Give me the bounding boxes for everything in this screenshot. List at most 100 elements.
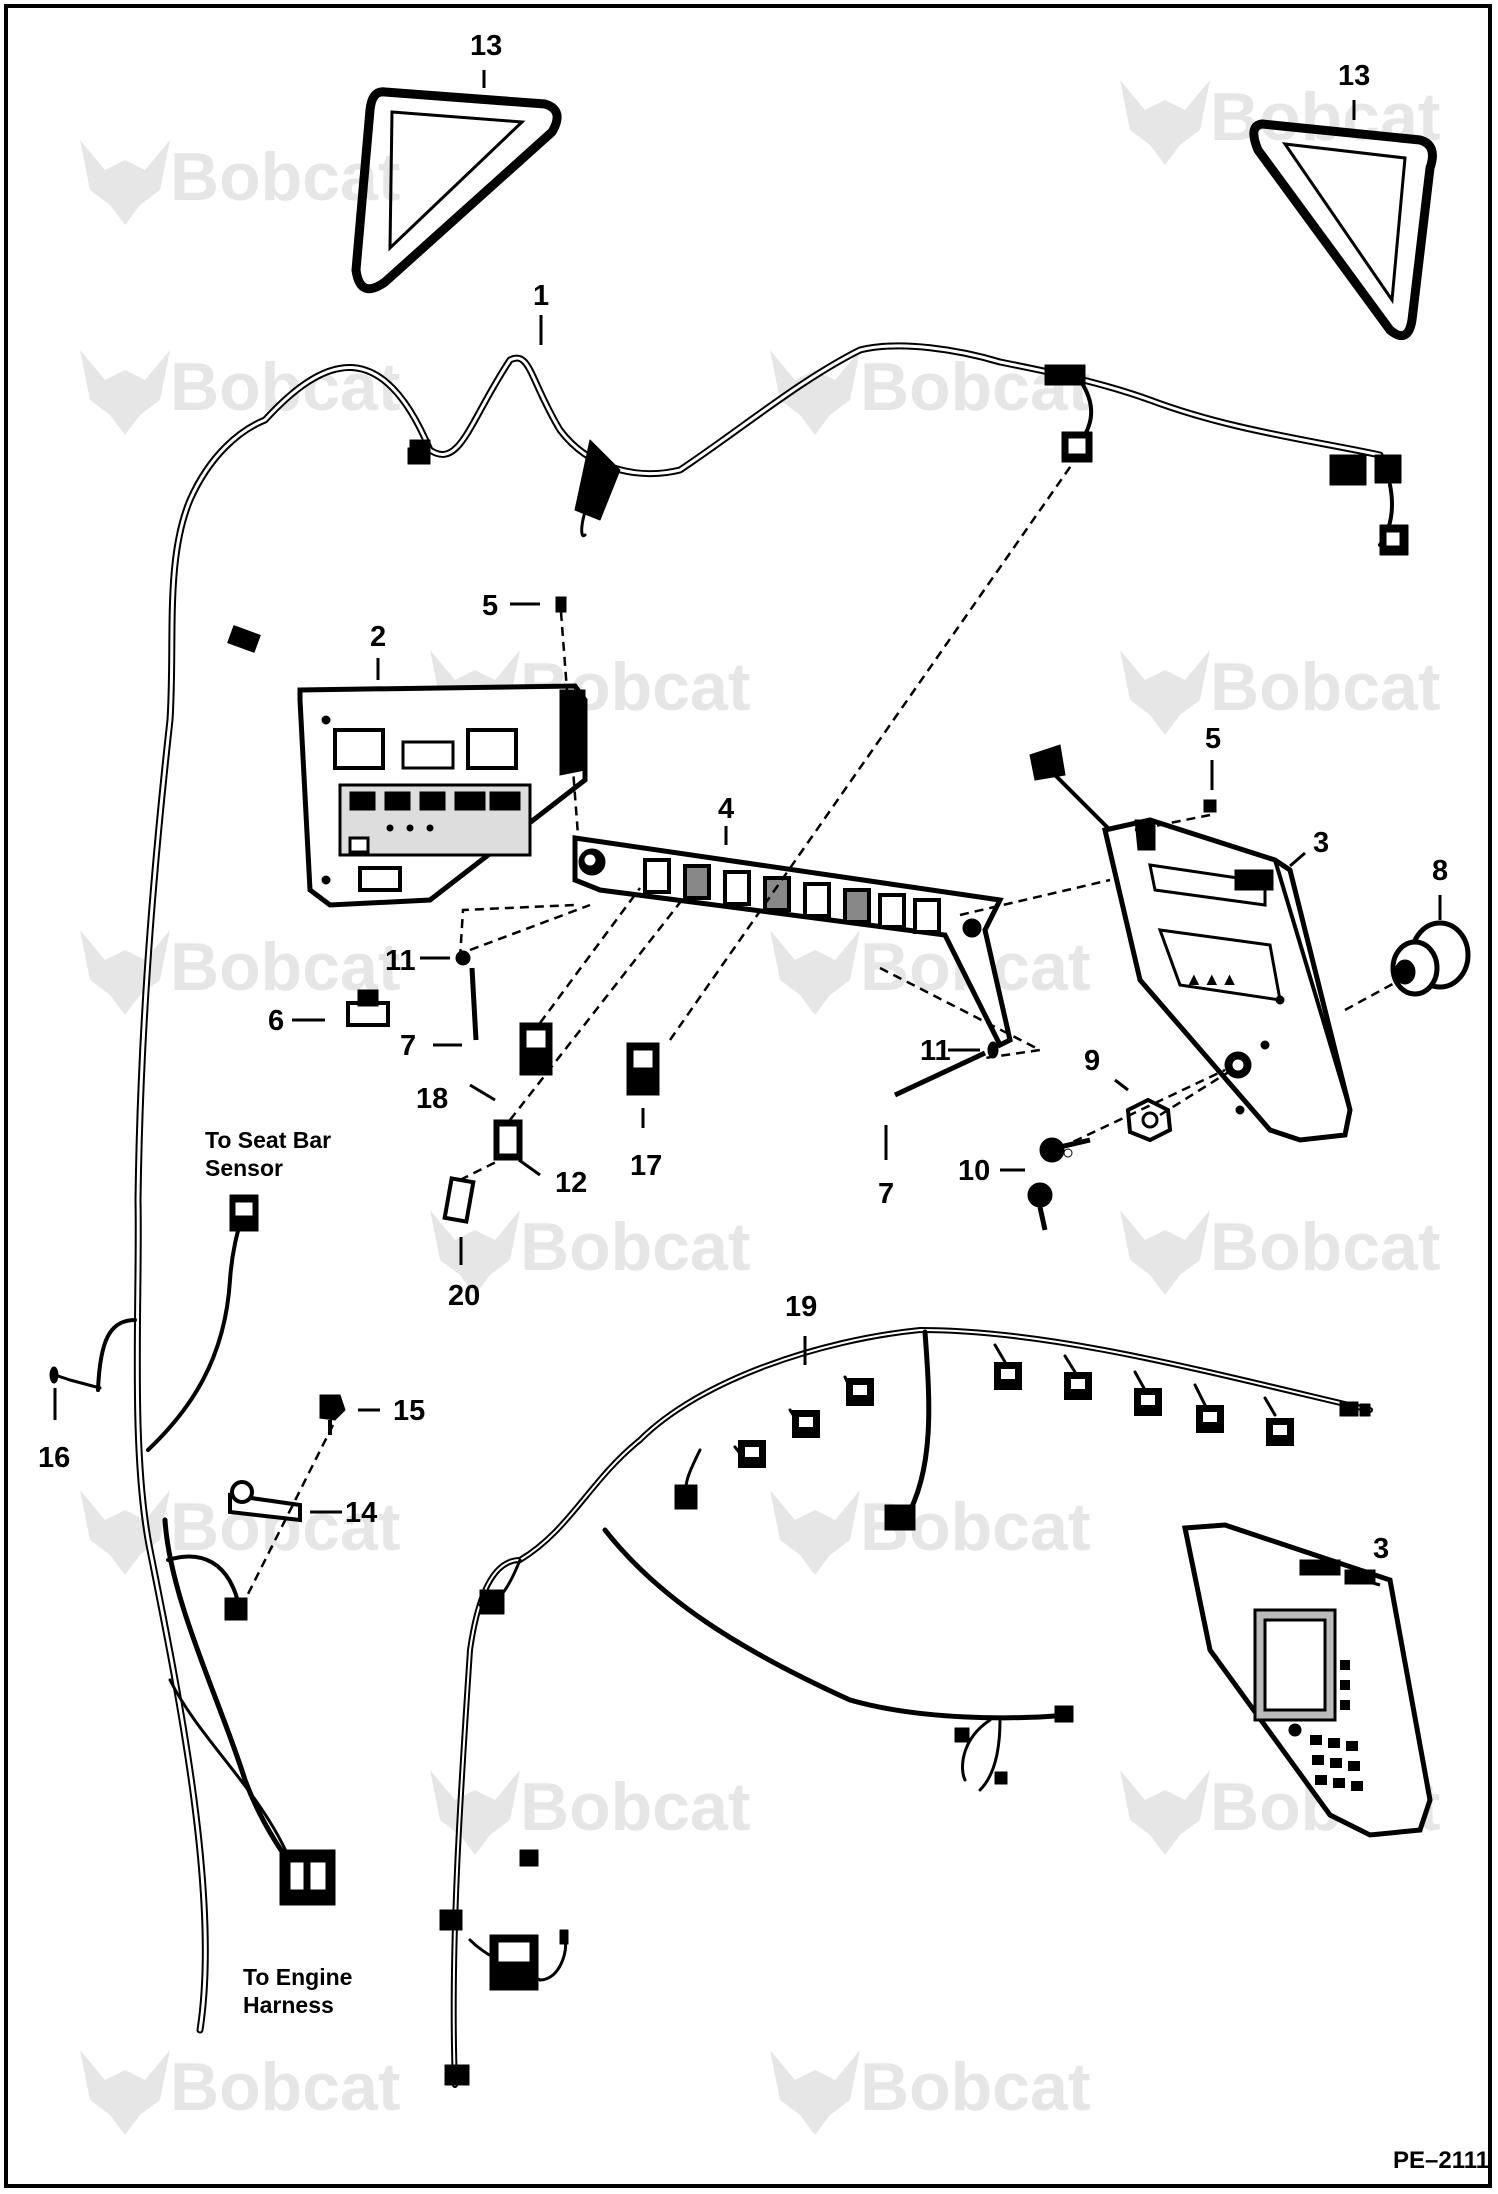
callout-5-right: 5 <box>1205 723 1221 755</box>
part-15-bolt <box>319 1394 346 1435</box>
note-engine-line-1: To Engine <box>243 1964 352 1990</box>
keypad-icon <box>1310 1660 1363 1791</box>
part-20-lens <box>442 1176 476 1224</box>
watermark: Bobcat <box>80 929 400 1015</box>
watermark: Bobcat <box>80 139 400 225</box>
callout-1: 1 <box>533 280 549 312</box>
watermark-text: Bobcat <box>1210 79 1440 155</box>
bobcat-logo-icon <box>1120 1770 1210 1855</box>
watermark: Bobcat <box>1120 79 1440 165</box>
watermark: Bobcat <box>770 929 1090 1015</box>
watermark-text: Bobcat <box>1210 649 1440 725</box>
callout-4: 4 <box>718 793 734 825</box>
watermark-text: Bobcat <box>170 2049 400 2125</box>
part-7-screw-left <box>469 967 479 1041</box>
part-17-switch <box>626 1042 660 1096</box>
callout-15: 15 <box>393 1395 425 1427</box>
part-7-screw-right <box>893 1050 987 1098</box>
callout-12: 12 <box>555 1167 587 1199</box>
watermark: Bobcat <box>80 2049 400 2135</box>
bobcat-logo-icon <box>430 1770 520 1855</box>
callout-5-left: 5 <box>482 590 498 622</box>
part-11-nut-left <box>455 950 471 966</box>
bobcat-logo-icon <box>80 930 170 1015</box>
callout-13-right: 13 <box>1338 60 1370 92</box>
bobcat-logo-icon <box>80 350 170 435</box>
callout-13-left: 13 <box>470 30 502 62</box>
watermark-text: Bobcat <box>520 1209 750 1285</box>
watermark-layer: Bobcat Bobcat Bobcat Bobcat Bobcat Bobca… <box>80 79 1440 2135</box>
bobcat-logo-icon <box>80 2050 170 2135</box>
part-9-nut <box>1125 1097 1173 1143</box>
callout-2: 2 <box>370 621 386 653</box>
callout-17: 17 <box>630 1150 662 1182</box>
part-5-screw-right <box>1203 799 1217 813</box>
part-12-switch-insert <box>493 1119 523 1161</box>
part-18-switch <box>519 1022 553 1076</box>
callout-10: 10 <box>958 1155 990 1187</box>
callout-6: 6 <box>268 1005 284 1037</box>
callout-9: 9 <box>1084 1045 1100 1077</box>
watermark-text: Bobcat <box>860 2049 1090 2125</box>
panel-logo-icon: ▲▲▲ <box>1185 969 1238 989</box>
part-5-screw-left <box>555 596 567 613</box>
assembly-lines <box>243 459 1401 1601</box>
watermark: Bobcat <box>770 2049 1090 2135</box>
watermark: Bobcat <box>80 349 400 435</box>
part-10-keys <box>1027 1137 1091 1231</box>
bobcat-logo-icon <box>770 350 860 435</box>
callout-7-left: 7 <box>400 1030 416 1062</box>
bobcat-logo-icon <box>770 1490 860 1575</box>
bobcat-logo-icon <box>1120 80 1210 165</box>
watermark-text: Bobcat <box>520 1769 750 1845</box>
callout-7-right: 7 <box>878 1178 894 1210</box>
leader-lines <box>53 70 1442 1587</box>
diagram-border <box>4 4 1492 2188</box>
part-1-cab-harness <box>49 342 1409 2034</box>
bobcat-logo-icon <box>1120 1210 1210 1295</box>
small-parts <box>228 596 1471 1523</box>
watermark: Bobcat <box>80 1489 400 1575</box>
part-19-switch-harness <box>439 1327 1373 2088</box>
bobcat-logo-icon <box>430 1210 520 1295</box>
watermark-text: Bobcat <box>860 349 1090 425</box>
callout-labels: 13 13 1 5 2 4 5 3 8 11 6 7 11 9 18 17 12… <box>38 30 1448 1565</box>
watermark: Bobcat <box>1120 1209 1440 1295</box>
callout-8: 8 <box>1432 855 1448 887</box>
callout-16: 16 <box>38 1442 70 1474</box>
watermark-text: Bobcat <box>170 349 400 425</box>
callout-3-upper: 3 <box>1313 827 1329 859</box>
part-3-right-panel-upper: ▲▲▲ <box>1029 744 1353 1143</box>
callout-19: 19 <box>785 1291 817 1323</box>
part-13-right-seal <box>1249 119 1437 341</box>
bobcat-logo-icon <box>1120 650 1210 735</box>
part-2-left-panel <box>297 683 588 908</box>
part-6-knob <box>346 989 390 1027</box>
callout-3-lower: 3 <box>1373 1533 1389 1565</box>
part-13-left-seal <box>351 87 562 294</box>
callout-11-right: 11 <box>920 1035 951 1067</box>
bobcat-logo-icon <box>770 2050 860 2135</box>
watermark-text: Bobcat <box>1210 1209 1440 1285</box>
bobcat-logo-icon <box>770 930 860 1015</box>
note-seat-bar-line-2: Sensor <box>205 1155 283 1181</box>
callout-18: 18 <box>416 1083 448 1115</box>
harness-notes: To Seat Bar Sensor To Engine Harness <box>205 1127 352 2018</box>
note-engine-line-2: Harness <box>243 1992 334 2018</box>
callout-14: 14 <box>345 1497 377 1529</box>
watermark: Bobcat <box>1120 649 1440 735</box>
watermark: Bobcat <box>430 1769 750 1855</box>
watermark: Bobcat <box>770 1489 1090 1575</box>
part-8-cap <box>1390 920 1471 997</box>
note-seat-bar-line-1: To Seat Bar <box>205 1127 331 1153</box>
bobcat-logo-icon <box>80 1490 170 1575</box>
callout-20: 20 <box>448 1280 480 1312</box>
bobcat-logo-icon <box>80 140 170 225</box>
part-4-switch-bezel <box>572 835 1013 1049</box>
watermark: Bobcat <box>770 349 1090 435</box>
part-14-bracket <box>228 1480 302 1523</box>
figure-code: PE–2111 <box>1393 2147 1489 2174</box>
watermark: Bobcat <box>430 1209 750 1295</box>
callout-11-left: 11 <box>385 945 416 977</box>
